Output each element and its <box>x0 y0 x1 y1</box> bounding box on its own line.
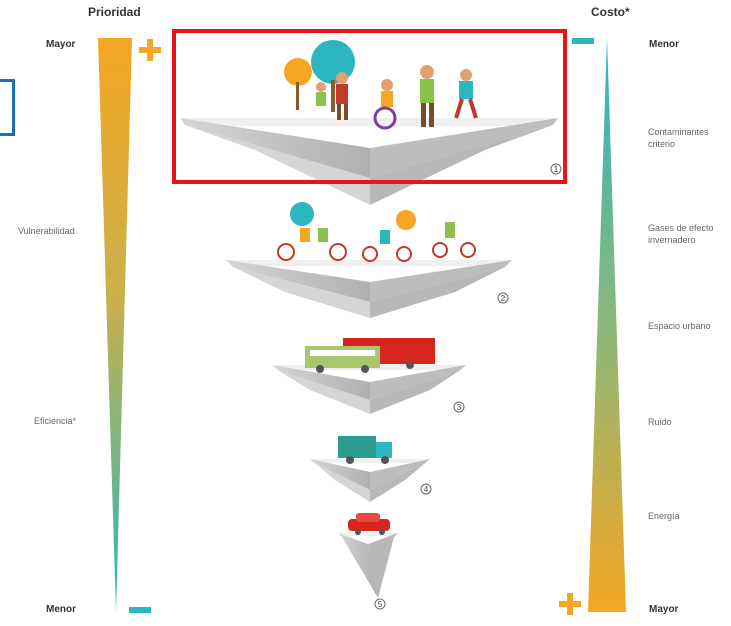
highlight-frame-blue <box>0 79 15 136</box>
level-5-platform <box>338 533 398 598</box>
cost-criterion-ghg: Gases de efecto invernadero <box>648 223 714 245</box>
cost-criterion-urban-space: Espacio urbano <box>648 321 711 331</box>
level-2-number: 2 <box>501 294 506 303</box>
freight-truck-icon <box>338 436 392 464</box>
level-4-number: 4 <box>424 485 429 494</box>
level-2-platform <box>226 260 512 318</box>
cost-top-label: Menor <box>649 39 679 50</box>
car-icon <box>348 513 390 535</box>
highlight-frame-red <box>172 29 567 184</box>
cost-bottom-label: Mayor <box>649 604 679 615</box>
priority-criterion-efficiency: Eficiencia* <box>34 416 77 426</box>
plus-sign-icon <box>139 39 161 61</box>
cyclists-icon <box>277 202 476 262</box>
plus-sign-icon <box>559 593 581 615</box>
level-1-platform <box>180 118 558 205</box>
level-3-number: 3 <box>457 403 462 412</box>
cost-criterion-pollutants: Contaminantes criterio <box>648 127 709 149</box>
cost-header: Costo* <box>591 5 630 19</box>
level-5-number: 5 <box>378 600 383 609</box>
minus-sign-icon <box>129 607 151 613</box>
cost-criterion-noise: Ruido <box>648 417 672 427</box>
priority-criterion-vulnerability: Vulnerabilidad <box>18 226 75 236</box>
level-3-platform <box>272 365 466 414</box>
pedestrians-icon <box>284 40 478 130</box>
cost-criterion-energy: Energía <box>648 511 680 521</box>
minus-sign-icon <box>572 38 594 44</box>
priority-bottom-label: Menor <box>46 604 76 615</box>
level-4-platform <box>310 459 430 502</box>
priority-top-label: Mayor <box>46 39 76 50</box>
priority-header: Prioridad <box>88 5 141 19</box>
level-1-number: 1 <box>553 164 558 174</box>
priority-wedge <box>98 38 132 612</box>
cost-wedge <box>588 38 626 612</box>
public-transport-icon <box>305 338 435 373</box>
